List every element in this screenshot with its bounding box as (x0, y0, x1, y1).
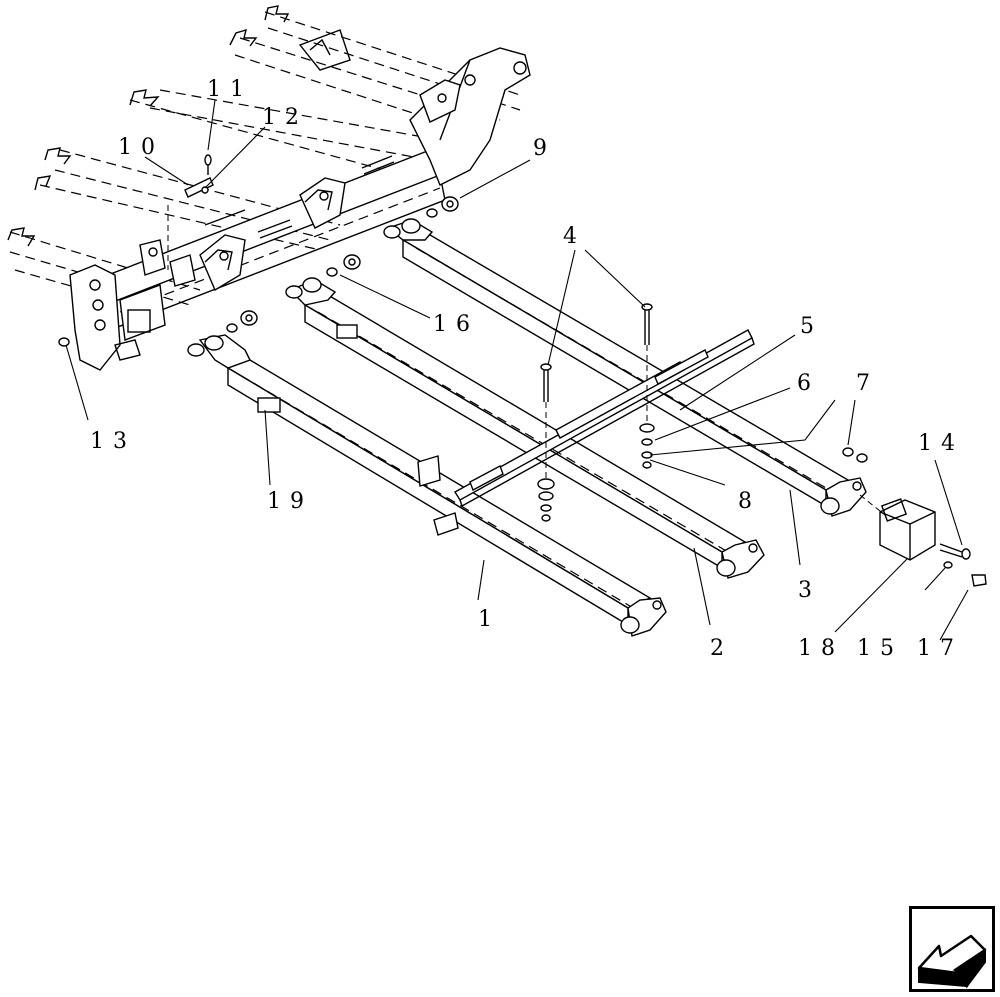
callout-6: 6 (797, 371, 820, 396)
callout-labels: 1 2 3 4 5 6 7 8 9 10 11 12 13 14 15 16 1… (90, 77, 964, 661)
callout-17: 17 (917, 636, 963, 661)
callout-10: 10 (118, 135, 164, 160)
callout-13: 13 (90, 429, 136, 454)
main-frame-assembly (7, 5, 531, 371)
callout-19: 19 (267, 489, 313, 514)
callout-8: 8 (738, 489, 761, 514)
callout-16: 16 (433, 312, 479, 337)
bar-2 (285, 277, 765, 579)
callout-7: 7 (856, 371, 879, 396)
callout-2: 2 (710, 636, 733, 661)
previous-arrow-icon (909, 906, 995, 992)
callout-9: 9 (533, 136, 556, 161)
bar-1 (187, 334, 667, 637)
leader-lines (65, 99, 969, 641)
callout-12: 12 (262, 105, 308, 130)
cross-members (454, 329, 755, 508)
callout-3: 3 (798, 578, 821, 603)
callout-15: 15 (857, 636, 903, 661)
callout-5: 5 (800, 314, 823, 339)
callout-4: 4 (563, 224, 586, 249)
callout-14: 14 (918, 431, 964, 456)
previous-page-button[interactable] (909, 906, 995, 992)
bar-3 (383, 218, 867, 517)
callout-1: 1 (478, 607, 501, 632)
callout-18: 18 (798, 636, 844, 661)
hardware (58, 154, 987, 587)
callout-11: 11 (207, 77, 253, 102)
